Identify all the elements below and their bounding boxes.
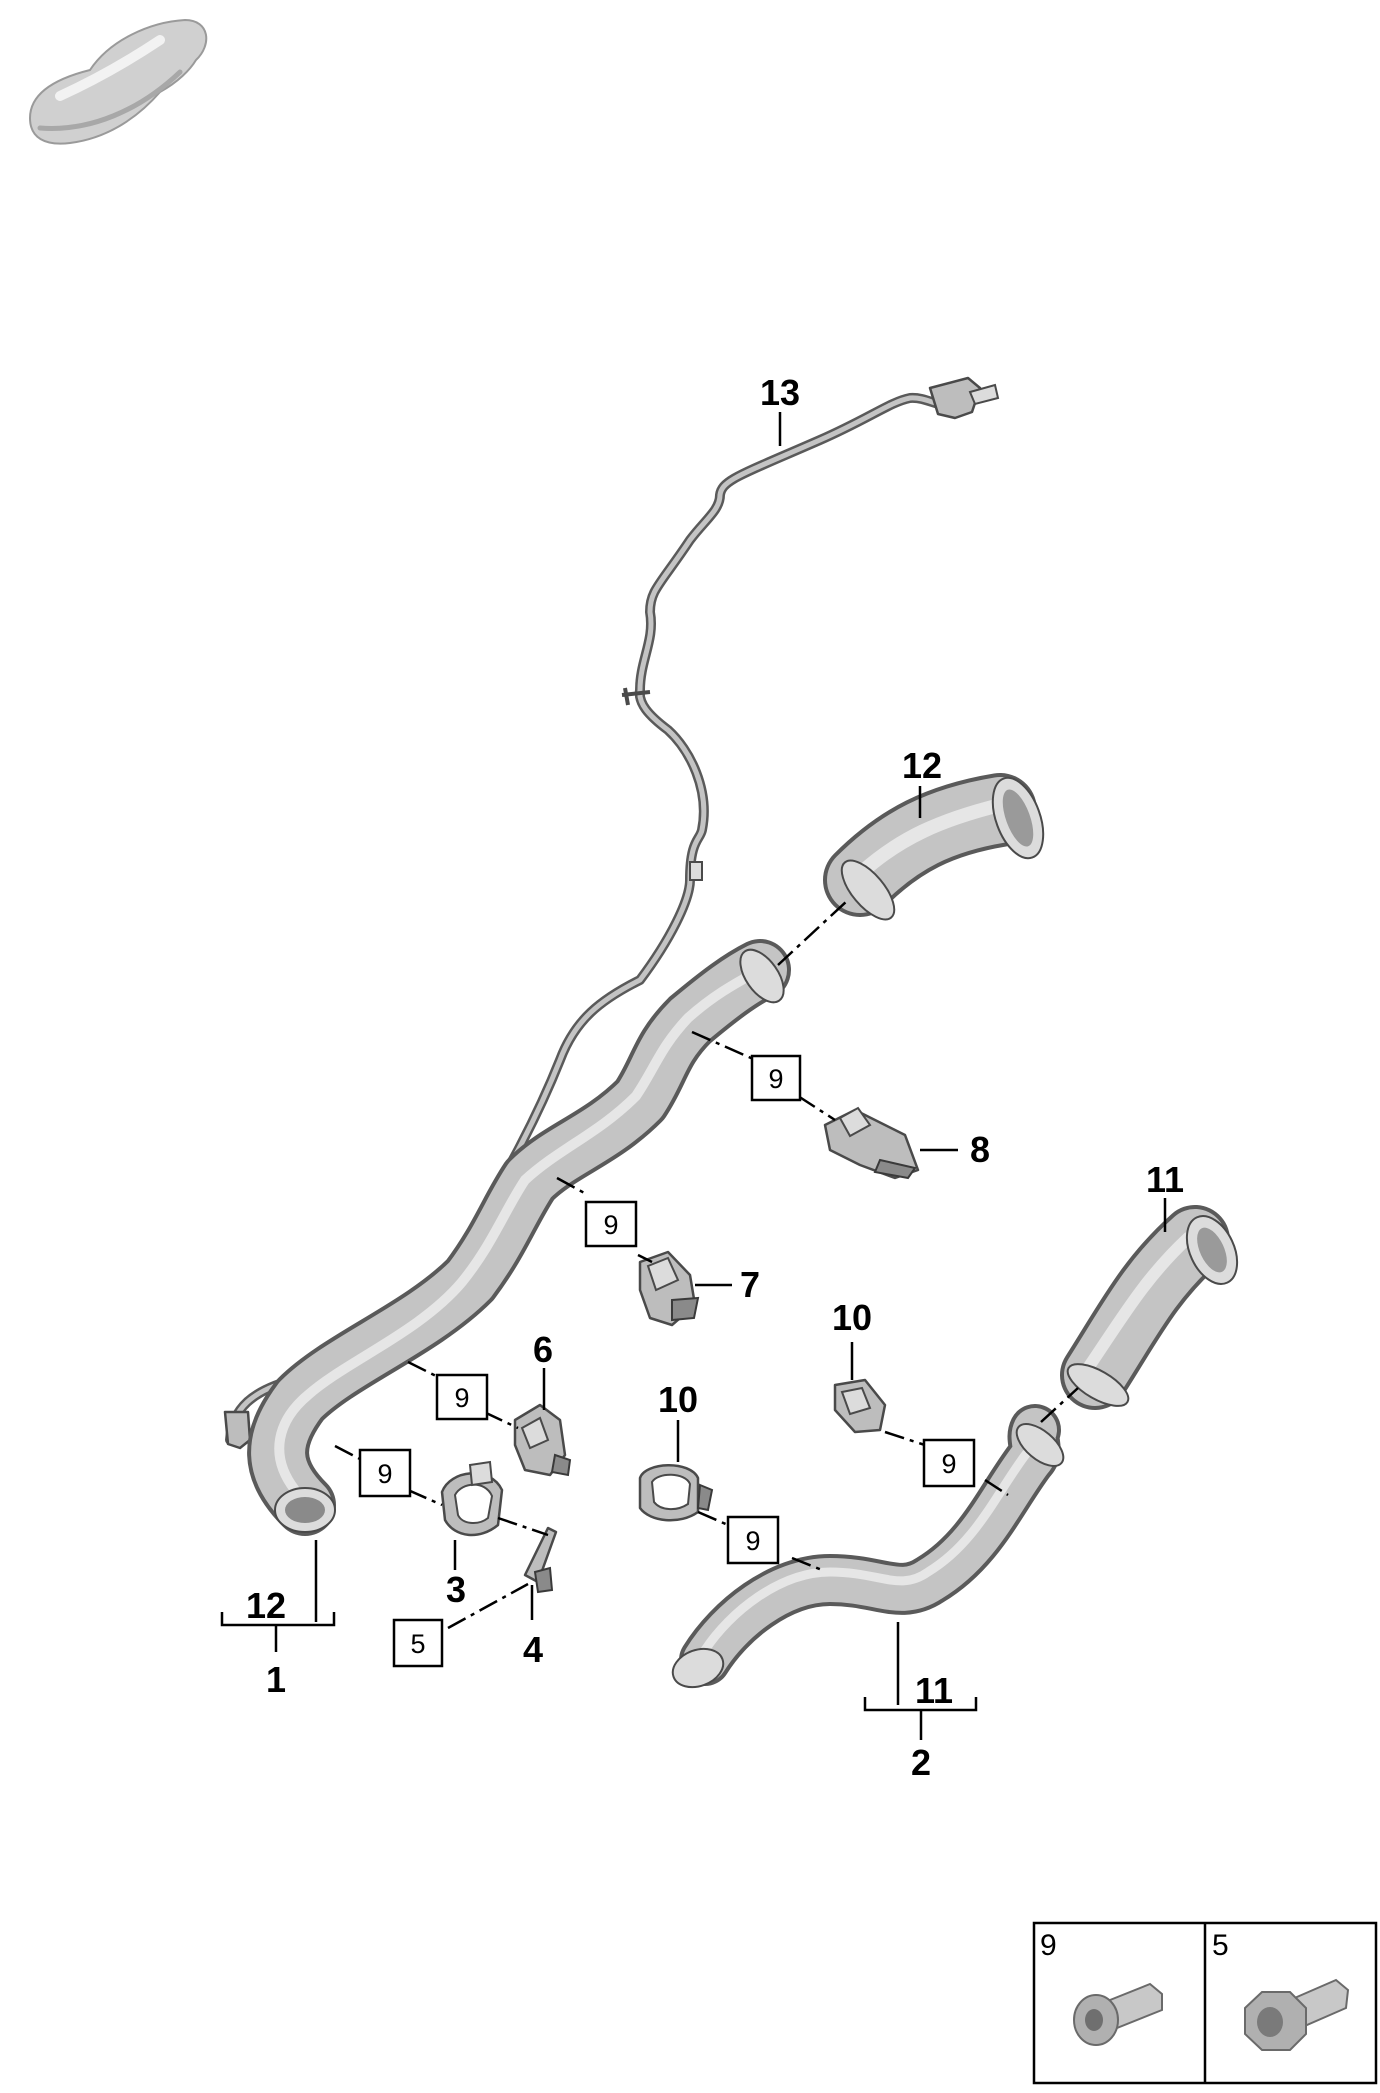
svg-text:9: 9	[603, 1210, 618, 1240]
box-9-2: 9	[584, 1200, 638, 1248]
callout-11-upper: 11	[1146, 1159, 1184, 1200]
callout-7: 7	[740, 1264, 760, 1305]
svg-text:9: 9	[454, 1383, 469, 1413]
callout-11-lower: 11	[915, 1670, 953, 1711]
callout-10-lower: 10	[658, 1379, 698, 1420]
callout-4: 4	[523, 1629, 543, 1670]
callout-3: 3	[446, 1569, 466, 1610]
hose-11	[1060, 1205, 1239, 1410]
svg-text:9: 9	[768, 1064, 783, 1094]
hose-1	[247, 939, 791, 1536]
svg-text:9: 9	[377, 1459, 392, 1489]
clip-3	[440, 1460, 504, 1537]
box-5: 5	[392, 1618, 444, 1668]
clip-6	[513, 1403, 572, 1477]
clip-8	[823, 1106, 920, 1180]
svg-text:9: 9	[745, 1526, 760, 1556]
box-9-1: 9	[750, 1054, 802, 1102]
callout-12-lower: 12	[246, 1585, 286, 1626]
clip-10-upper	[833, 1378, 887, 1434]
callout-2: 2	[911, 1742, 931, 1783]
box-9-6: 9	[726, 1515, 780, 1565]
callout-8: 8	[970, 1129, 990, 1170]
clip-7	[638, 1250, 700, 1327]
box-9-3: 9	[435, 1373, 489, 1421]
leader-lines	[220, 412, 1167, 1740]
hose-2	[671, 1404, 1065, 1689]
callout-6: 6	[533, 1329, 553, 1370]
callout-10-upper: 10	[832, 1297, 872, 1338]
callout-labels: 13 12 8 11 7 10 6 10 3 12 4 1 11 2	[246, 372, 1184, 1783]
callout-12-upper: 12	[902, 745, 942, 786]
fastener-legend: 9 5	[1032, 1921, 1378, 2085]
callout-13: 13	[760, 372, 800, 413]
boxed-references: 9 9 9 9 9 9 5	[358, 1054, 976, 1668]
screw-icon	[1073, 1982, 1163, 2046]
callout-1: 1	[266, 1659, 286, 1700]
box-9-4: 9	[358, 1448, 412, 1498]
legend-label-9: 9	[1040, 1929, 1057, 1962]
legend-label-5: 5	[1212, 1929, 1229, 1962]
clip-4	[523, 1526, 558, 1594]
box-9-5: 9	[922, 1438, 976, 1488]
svg-text:9: 9	[941, 1449, 956, 1479]
hose-12	[823, 773, 1045, 921]
car-icon[interactable]	[28, 18, 208, 145]
bolt-icon	[1244, 1978, 1350, 2051]
svg-text:5: 5	[410, 1629, 425, 1659]
clip-10-lower	[638, 1464, 714, 1522]
